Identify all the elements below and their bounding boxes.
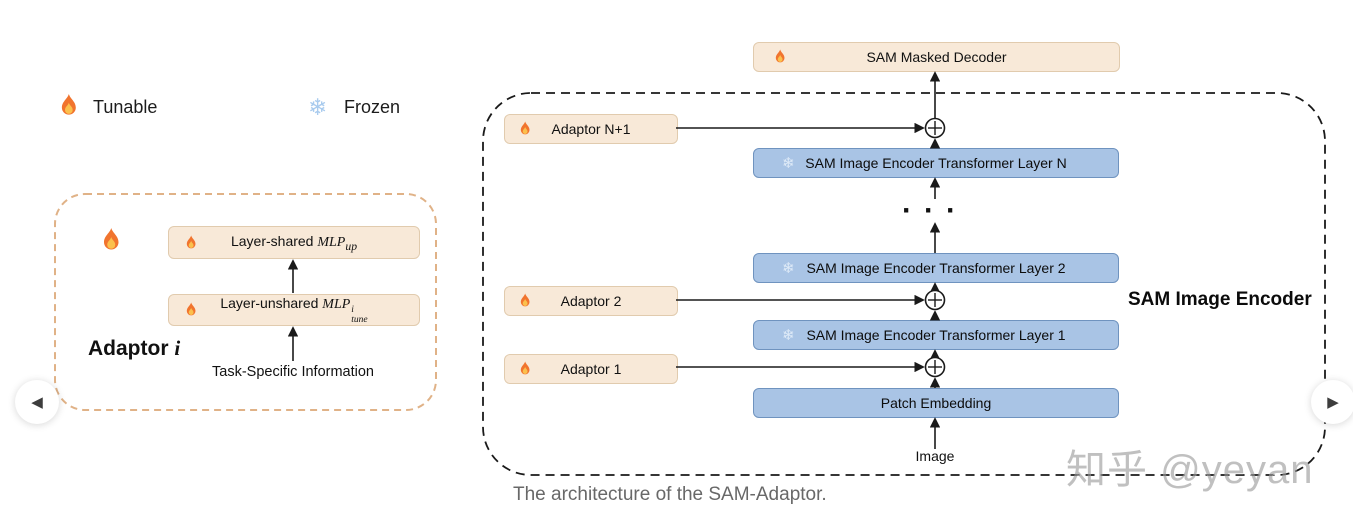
transformer-layer-1-box: ❄ SAM Image Encoder Transformer Layer 1	[753, 320, 1119, 350]
sum-node-n1	[924, 117, 946, 139]
transformer-layer-n-label: SAM Image Encoder Transformer Layer N	[805, 155, 1067, 171]
adaptor-2-box: Adaptor 2	[504, 286, 678, 316]
snowflake-icon: ❄	[782, 155, 795, 172]
encoder-title: SAM Image Encoder	[1128, 289, 1312, 310]
flame-icon	[59, 94, 79, 118]
flame-icon	[774, 49, 786, 65]
adaptor-n1-label: Adaptor N+1	[551, 121, 631, 137]
mlp-up-label: Layer-shared MLPup	[230, 232, 358, 253]
flame-icon	[101, 228, 122, 253]
adaptor-1-box: Adaptor 1	[504, 354, 678, 384]
sum-node-1	[924, 356, 946, 378]
snowflake-icon: ❄	[782, 260, 795, 277]
mlp-up-box: Layer-shared MLPup	[168, 226, 420, 259]
sam-masked-decoder-label: SAM Masked Decoder	[866, 49, 1007, 65]
prev-button[interactable]: ◀	[15, 380, 59, 424]
flame-icon	[185, 235, 197, 250]
task-specific-info-label: Task-Specific Information	[212, 364, 374, 380]
flame-icon	[519, 293, 531, 309]
ellipsis-dots: ···	[902, 194, 968, 227]
adaptor-2-label: Adaptor 2	[560, 293, 622, 309]
snowflake-icon: ❄	[308, 94, 328, 120]
adaptor-1-label: Adaptor 1	[560, 361, 622, 377]
adaptor-n1-box: Adaptor N+1	[504, 114, 678, 144]
adaptor-i-title: Adaptor i	[88, 336, 181, 360]
transformer-layer-2-box: ❄ SAM Image Encoder Transformer Layer 2	[753, 253, 1119, 283]
patch-embedding-label: Patch Embedding	[880, 395, 992, 411]
watermark: 知乎 @yeyan	[1066, 448, 1314, 492]
flame-icon	[519, 121, 531, 137]
next-arrow-icon: ▶	[1327, 393, 1339, 411]
image-input-label: Image	[915, 448, 955, 464]
transformer-layer-n-box: ❄ SAM Image Encoder Transformer Layer N	[753, 148, 1119, 178]
flame-icon	[185, 302, 197, 318]
flame-icon	[519, 361, 531, 377]
legend-frozen-label: Frozen	[344, 97, 401, 117]
sam-masked-decoder-box: SAM Masked Decoder	[753, 42, 1120, 72]
patch-embedding-box: Patch Embedding	[753, 388, 1119, 418]
transformer-layer-2-label: SAM Image Encoder Transformer Layer 2	[806, 260, 1066, 276]
snowflake-icon: ❄	[782, 327, 795, 344]
next-button[interactable]: ▶	[1311, 380, 1353, 424]
prev-arrow-icon: ◀	[31, 393, 43, 411]
sum-node-2	[924, 289, 946, 311]
transformer-layer-1-label: SAM Image Encoder Transformer Layer 1	[806, 327, 1066, 343]
legend-tunable-label: Tunable	[93, 97, 158, 117]
figure-caption: The architecture of the SAM-Adaptor.	[513, 484, 827, 505]
